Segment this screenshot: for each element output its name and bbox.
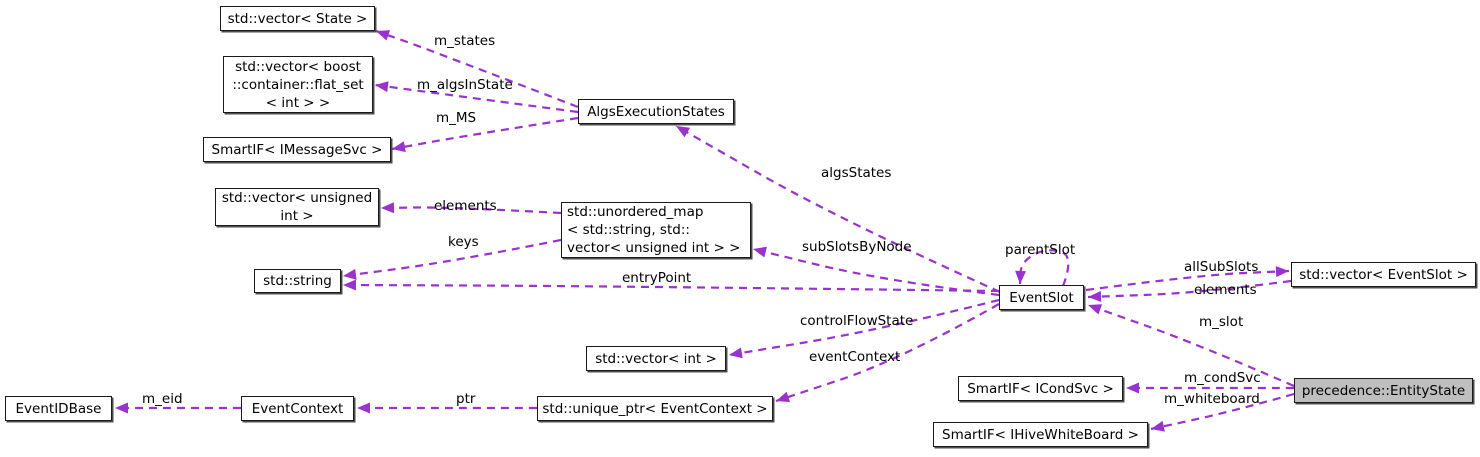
node-vector_uint[interactable]: std::vector< unsigned int > <box>215 188 379 226</box>
edge-label-allsubslots: allSubSlots <box>1184 259 1259 275</box>
e-slot-cfstate-arrowhead <box>729 347 743 359</box>
node-entitystate[interactable]: precedence::EntityState <box>1294 378 1473 403</box>
edge-label-keys: keys <box>448 234 479 250</box>
node-smartif_imessagesvc[interactable]: SmartIF< IMessageSvc > <box>203 137 391 162</box>
node-std_string[interactable]: std::string <box>254 269 341 293</box>
e-vecslot-elements <box>1087 279 1292 299</box>
e-slot-cfstate <box>728 298 1000 357</box>
node-unordered_map[interactable]: std::unordered_map < std::string, std:: … <box>561 202 751 258</box>
e-map-keys-arrowhead <box>343 268 357 280</box>
e-algs-flatset <box>374 83 579 114</box>
e-slot-subslots-arrowhead <box>753 246 767 258</box>
edge-label-eventcontext_lbl: eventContext <box>809 349 901 365</box>
e-map-keys <box>342 238 562 278</box>
e-slot-algsstates <box>675 125 1001 294</box>
e-entity-mslot <box>1087 303 1295 388</box>
node-eventidbase[interactable]: EventIDBase <box>5 396 112 421</box>
node-smartif_ihivewb[interactable]: SmartIF< IHiveWhiteBoard > <box>933 422 1148 447</box>
e-algs-flatset-arrowhead <box>375 81 389 93</box>
e-evtctx-eid-arrowhead <box>115 402 128 414</box>
e-entity-whiteboard <box>1150 392 1295 431</box>
edge-label-algsstates: algsStates <box>821 165 892 181</box>
e-algs-msgsvc-arrowhead <box>392 141 406 153</box>
e-entity-mslot-arrowhead <box>1088 304 1103 315</box>
node-vector_int[interactable]: std::vector< int > <box>586 346 726 371</box>
edge-label-m_slot: m_slot <box>1199 314 1244 330</box>
edge-label-m_condsvc: m_condSvc <box>1184 370 1261 386</box>
e-slot-entrypoint-arrowhead <box>343 279 357 291</box>
node-unique_ptr_evtctx[interactable]: std::unique_ptr< EventContext > <box>537 396 773 421</box>
edge-label-m_algsinstate: m_algsInState <box>417 77 513 93</box>
e-map-elements <box>380 206 562 215</box>
e-algs-states-arrowhead <box>376 30 391 41</box>
e-entity-whiteboard-arrowhead <box>1151 420 1165 432</box>
node-vector_state[interactable]: std::vector< State > <box>220 6 375 31</box>
e-algs-states <box>375 29 579 109</box>
edge-label-subslotsbynode: subSlotsByNode <box>802 239 912 255</box>
edge-label-m_states: m_states <box>434 33 496 49</box>
edge-label-controlflowstate: controlFlowState <box>800 313 914 329</box>
edge-label-m_whiteboard: m_whiteboard <box>1164 391 1260 407</box>
edge-label-m_eid: m_eid <box>142 391 183 407</box>
node-smartif_icondsvc[interactable]: SmartIF< ICondSvc > <box>958 376 1123 401</box>
e-entity-condsvc-arrowhead <box>1126 382 1139 394</box>
edge-label-ptr: ptr <box>456 391 476 407</box>
edge-label-elements_map: elements <box>434 198 497 214</box>
e-vecslot-elements-arrowhead <box>1088 291 1102 303</box>
node-vector_flatset[interactable]: std::vector< boost ::container::flat_set… <box>223 56 373 113</box>
e-slot-entrypoint <box>342 283 1000 293</box>
node-eventcontext[interactable]: EventContext <box>241 396 354 421</box>
e-slot-evtctx-arrowhead <box>776 391 791 403</box>
e-slot-algsstates-arrowhead <box>676 126 691 138</box>
edge-label-m_ms: m_MS <box>436 110 477 126</box>
e-map-elements-arrowhead <box>381 202 395 214</box>
edge-label-entrypoint: entryPoint <box>622 270 692 286</box>
e-vecslot-allsubslots <box>1085 269 1290 292</box>
edge-label-parentslot: parentSlot <box>1005 242 1076 258</box>
e-uptr-evtctx-arrowhead <box>357 402 370 414</box>
e-vecslot-allsubslots-arrowhead <box>1275 266 1289 278</box>
edge-label-elements_slot: elements <box>1194 282 1257 298</box>
node-vector_eventslot[interactable]: std::vector< EventSlot > <box>1291 262 1476 287</box>
node-algsexecutionstates[interactable]: AlgsExecutionStates <box>578 99 734 124</box>
e-algs-msgsvc <box>391 116 579 151</box>
node-eventslot[interactable]: EventSlot <box>999 285 1084 310</box>
e-slot-parentslot-arrowhead <box>1015 270 1027 284</box>
e-slot-subslots <box>752 247 1000 297</box>
e-slot-evtctx <box>775 303 1000 403</box>
